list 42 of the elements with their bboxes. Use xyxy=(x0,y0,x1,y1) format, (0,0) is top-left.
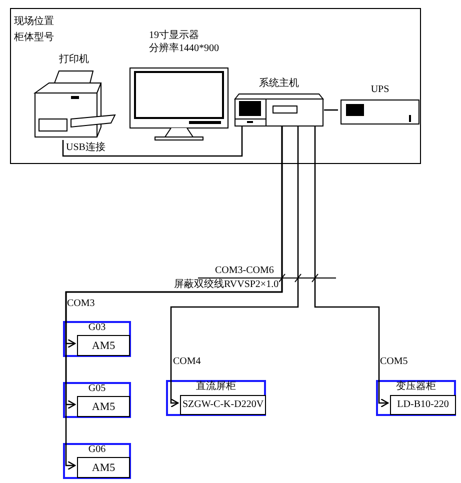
device-label: 分辨率1440*900 xyxy=(149,42,219,55)
cabinet-box xyxy=(63,443,131,479)
monitor-node xyxy=(127,29,231,141)
cabinet-box xyxy=(166,380,266,416)
connector-line xyxy=(170,126,299,408)
cabinet-box xyxy=(63,321,131,357)
cable-note: COM3-COM6 xyxy=(215,266,274,276)
cable-note: 屏蔽双绞线RVVSP2×1.0 xyxy=(174,280,279,290)
cabinet-label: G06 xyxy=(88,444,106,455)
model-label: SZGW-C-K-D220V xyxy=(182,399,264,411)
cabinet-label: 直流屏柜 xyxy=(196,381,236,392)
site-frame xyxy=(10,8,421,164)
cabinet-label: G05 xyxy=(88,383,106,394)
cabinet-label: G03 xyxy=(88,322,106,333)
device-model-box xyxy=(77,335,130,356)
connector-line xyxy=(65,126,283,470)
model-label: LD-B10-220 xyxy=(397,399,449,411)
edge-label: COM5 xyxy=(380,356,408,367)
device-label: 打印机 xyxy=(59,53,89,66)
edge-label: USB连接 xyxy=(66,142,106,153)
ups-node xyxy=(339,83,421,125)
connector-line xyxy=(62,126,243,157)
device-model-box xyxy=(390,395,456,415)
location-label: 柜体型号 xyxy=(14,31,54,44)
device-label: 19寸显示器 xyxy=(149,29,200,42)
cabinet-box xyxy=(63,382,131,418)
device-label: UPS xyxy=(370,83,390,96)
device-model-box xyxy=(77,396,130,417)
location-label: 现场位置 xyxy=(14,15,54,28)
device-model-box xyxy=(77,457,130,478)
device-model-box xyxy=(180,395,266,415)
model-label: AM5 xyxy=(92,400,116,412)
edge-label: COM4 xyxy=(173,356,201,367)
cabinet-label: 变压器柜 xyxy=(396,381,436,392)
connector-line xyxy=(314,126,389,408)
connector-line xyxy=(324,109,338,111)
model-label: AM5 xyxy=(92,340,116,352)
cabinet-box xyxy=(376,380,456,416)
edge-label: COM3 xyxy=(67,298,95,309)
host-node xyxy=(233,77,325,127)
model-label: AM5 xyxy=(92,462,116,474)
device-label: 系统主机 xyxy=(259,77,299,90)
